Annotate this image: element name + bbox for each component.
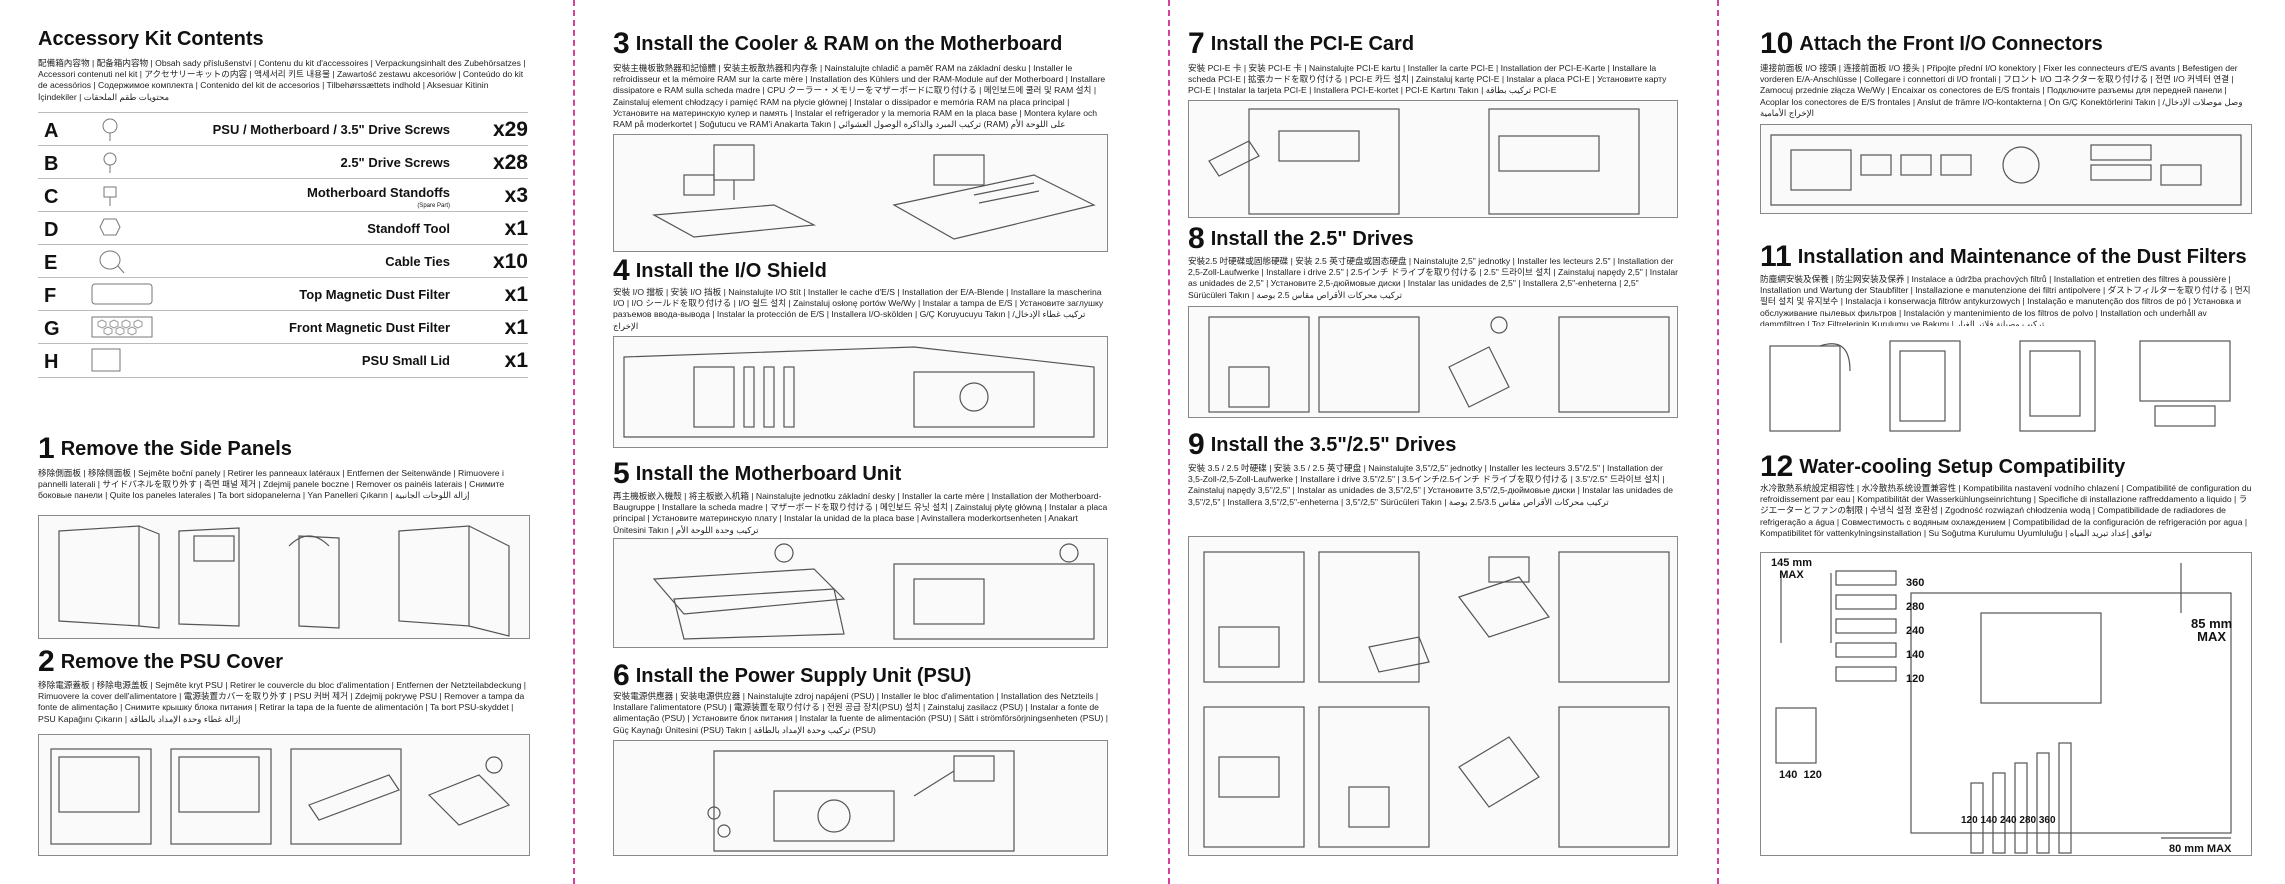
kit-name: Top Magnetic Dust Filter [299, 287, 450, 302]
kit-name: Motherboard Standoffs [307, 185, 450, 200]
step-2-langs: 移除電源蓋板 | 移除电源盖板 | Sejměte kryt PSU | Ret… [38, 680, 527, 724]
step-7-figure [1188, 100, 1678, 218]
column-divider-1 [573, 0, 575, 884]
step-6-langs: 安裝電源供應器 | 安装电源供应器 | Nainstalujte zdroj n… [613, 691, 1108, 735]
cable-tie-icon [99, 250, 125, 274]
kit-row: H PSU Small Lid x1 [38, 343, 528, 378]
step-10-figure [1760, 124, 2252, 214]
screw-icon [102, 118, 118, 141]
kit-letter: H [44, 351, 59, 373]
step-10-langs: 連接前面板 I/O 接頭 | 连接前面板 I/O 接头 | Připojte p… [1760, 63, 2243, 118]
column-divider-3 [1717, 0, 1719, 884]
column-1: Accessory Kit Contents 配備箱內容物 | 配备箱内容物 |… [38, 0, 530, 884]
step-9-langs: 安裝 3.5 / 2.5 吋硬碟 | 安装 3.5 / 2.5 英寸硬盘 | N… [1188, 463, 1673, 507]
kit-qty: x3 [504, 184, 528, 207]
psu-lid-icon [91, 348, 121, 372]
step-11-langs: 防塵網安裝及保養 | 防尘网安装及保养 | Instalace a údržba… [1760, 274, 2251, 329]
front-filter-icon [91, 316, 153, 338]
step-12-langs: 水冷散熱系統設定相容性 | 水冷散热系统设置兼容性 | Kompatibilit… [1760, 483, 2252, 538]
kit-qty: x1 [504, 349, 528, 372]
kit-qty: x10 [492, 250, 528, 273]
kit-qty: x1 [504, 316, 528, 339]
kit-row: E Cable Ties x10 [38, 244, 528, 278]
top-filter-icon [91, 283, 153, 305]
kit-letter: C [44, 186, 59, 208]
kit-row: F Top Magnetic Dust Filter x1 [38, 277, 528, 311]
kit-name: Cable Ties [385, 254, 450, 269]
kit-name: 2.5" Drive Screws [340, 155, 450, 170]
bottom-radiator-size-labels: 120 140 240 280 360 [1961, 815, 2056, 826]
front-radiator-size-labels: 360 280 240 140 120 [1906, 577, 1925, 685]
kit-row: D Standoff Tool x1 [38, 211, 528, 245]
step-1-langs: 移除側面板 | 移除侧面板 | Sejměte boční panely | R… [38, 468, 505, 501]
kit-letter: A [44, 120, 59, 142]
bottom-left-size-labels: 140 120 [1779, 769, 1822, 781]
bottom-max-label: 80 mm MAX [2169, 843, 2232, 855]
kit-qty: x1 [504, 217, 528, 240]
kit-name: PSU / Motherboard / 3.5" Drive Screws [212, 122, 450, 137]
kit-letter: D [44, 219, 59, 241]
step-4-langs: 安裝 I/O 擋板 | 安装 I/O 挡板 | Nainstalujte I/O… [613, 287, 1104, 331]
kit-langs: 配備箱內容物 | 配备箱内容物 | Obsah sady příslušenst… [38, 58, 526, 102]
kit-sub: (Spare Part) [417, 203, 450, 209]
step-4-figure [613, 336, 1108, 448]
step-7-langs: 安裝 PCI-E 卡 | 安装 PCI-E 卡 | Nainstalujte P… [1188, 63, 1667, 96]
standoff-tool-icon [99, 218, 121, 236]
kit-letter: B [44, 153, 59, 175]
step-11-figure [1760, 326, 2252, 442]
step-1-figure [38, 515, 530, 639]
kit-row: G Front Magnetic Dust Filter x1 [38, 310, 528, 344]
standoff-icon [103, 186, 117, 206]
step-3-figure [613, 134, 1108, 252]
screw-icon [103, 152, 117, 173]
kit-name: Front Magnetic Dust Filter [288, 320, 450, 335]
step-8-langs: 安裝2.5 吋硬碟或固態硬碟 | 安装 2.5 英寸硬盘或固态硬盘 | Nain… [1188, 256, 1678, 300]
kit-letter: F [44, 285, 57, 307]
kit-name: PSU Small Lid [361, 353, 450, 368]
kit-name: Standoff Tool [367, 221, 450, 236]
kit-letter: E [44, 252, 58, 274]
kit-row: A PSU / Motherboard / 3.5" Drive Screws … [38, 112, 528, 146]
kit-letter: G [44, 318, 60, 340]
kit-qty: x29 [492, 118, 528, 141]
step-3-langs: 安裝主機板散熱器和記憶體 | 安装主板散热器和内存条 | Nainstalujt… [613, 63, 1106, 130]
kit-title: Accessory Kit Contents [38, 28, 264, 50]
step-2-figure [38, 734, 530, 856]
kit-row: B 2.5" Drive Screws x28 [38, 145, 528, 179]
step-9-figure [1188, 536, 1678, 856]
step-5-figure [613, 538, 1108, 648]
kit-row: C Motherboard Standoffs (Spare Part) x3 [38, 178, 528, 212]
kit-qty: x1 [504, 283, 528, 306]
step-5-langs: 再主機板嵌入機殼 | 将主板嵌入机箱 | Nainstalujte jednot… [613, 491, 1108, 535]
kit-qty: x28 [492, 151, 528, 174]
kit-list: A PSU / Motherboard / 3.5" Drive Screws … [38, 112, 528, 412]
column-divider-2 [1168, 0, 1170, 884]
step-8-figure [1188, 306, 1678, 418]
step-6-figure [613, 740, 1108, 856]
